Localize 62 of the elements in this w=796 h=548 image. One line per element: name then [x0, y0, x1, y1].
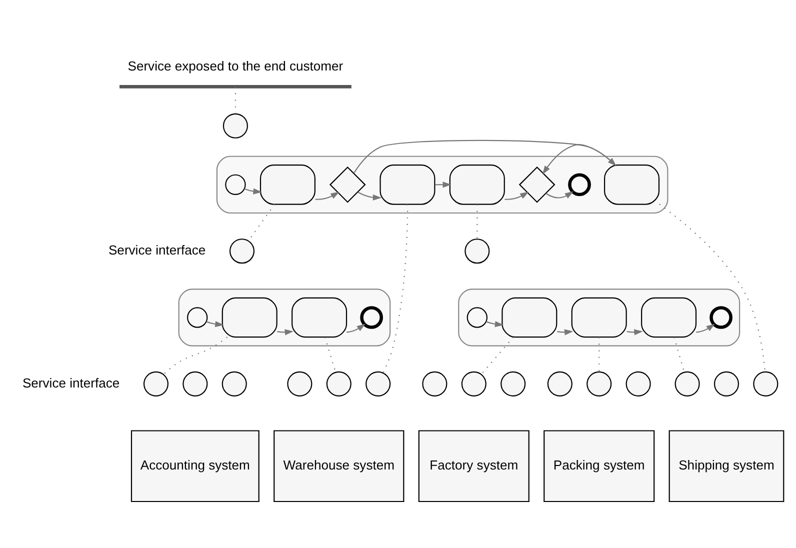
arrow	[346, 323, 366, 332]
node-box	[221, 296, 277, 338]
node-semicircle	[222, 112, 248, 138]
connector	[658, 203, 766, 372]
arrow	[485, 320, 504, 327]
node-semicircle	[326, 370, 351, 396]
arrow	[357, 191, 382, 200]
node-box	[448, 164, 504, 204]
node-box	[570, 296, 626, 338]
node-text: Service exposed to the end customer	[127, 58, 343, 73]
node-semicircle	[625, 370, 650, 396]
node-box: Factory system	[418, 430, 529, 502]
node-box	[501, 296, 557, 338]
node-box: Packing system	[543, 430, 654, 502]
cluster	[178, 288, 390, 346]
arrow	[626, 328, 642, 335]
arrow	[504, 191, 528, 200]
label: Service interface	[108, 242, 206, 257]
node-semicircle	[221, 370, 246, 396]
node-semicircle	[464, 238, 490, 264]
arrow	[556, 328, 573, 335]
arrow	[206, 320, 224, 327]
node-semicircle	[586, 370, 612, 396]
connector	[163, 336, 228, 374]
arrow	[696, 323, 714, 332]
connector	[480, 336, 514, 374]
arrow	[276, 328, 294, 335]
node-semicircle	[182, 370, 208, 396]
cluster	[458, 288, 740, 346]
node-box	[640, 296, 696, 338]
node-box: Warehouse system	[273, 430, 404, 502]
arrow	[545, 190, 574, 198]
node-box	[259, 164, 315, 204]
node-semicircle	[142, 370, 168, 396]
node-semicircle	[713, 370, 738, 396]
node-circle	[568, 172, 590, 196]
node-circle	[360, 306, 382, 328]
connector	[382, 204, 408, 372]
node-semicircle	[752, 370, 778, 396]
node-circle	[709, 306, 732, 328]
connector	[673, 336, 684, 372]
connector	[324, 336, 336, 372]
node-box: Accounting system	[130, 430, 259, 502]
node-box: Shipping system	[668, 430, 784, 502]
node-semicircle	[674, 370, 700, 396]
node-semicircle	[546, 370, 572, 396]
node-semicircle	[500, 370, 526, 396]
node-circle	[224, 174, 246, 195]
label: Service interface	[22, 374, 120, 390]
node-box	[291, 296, 347, 338]
node-semicircle	[422, 370, 447, 396]
node-semicircle	[286, 370, 312, 396]
node-box	[604, 164, 660, 204]
node-semicircle	[228, 238, 254, 264]
arrow	[314, 191, 339, 200]
node-semicircle	[365, 370, 390, 396]
node-circle	[186, 306, 208, 328]
connector	[598, 336, 600, 372]
arrow	[244, 188, 262, 194]
node-semicircle	[460, 370, 486, 396]
node-box	[379, 164, 435, 204]
node-circle	[466, 306, 487, 328]
